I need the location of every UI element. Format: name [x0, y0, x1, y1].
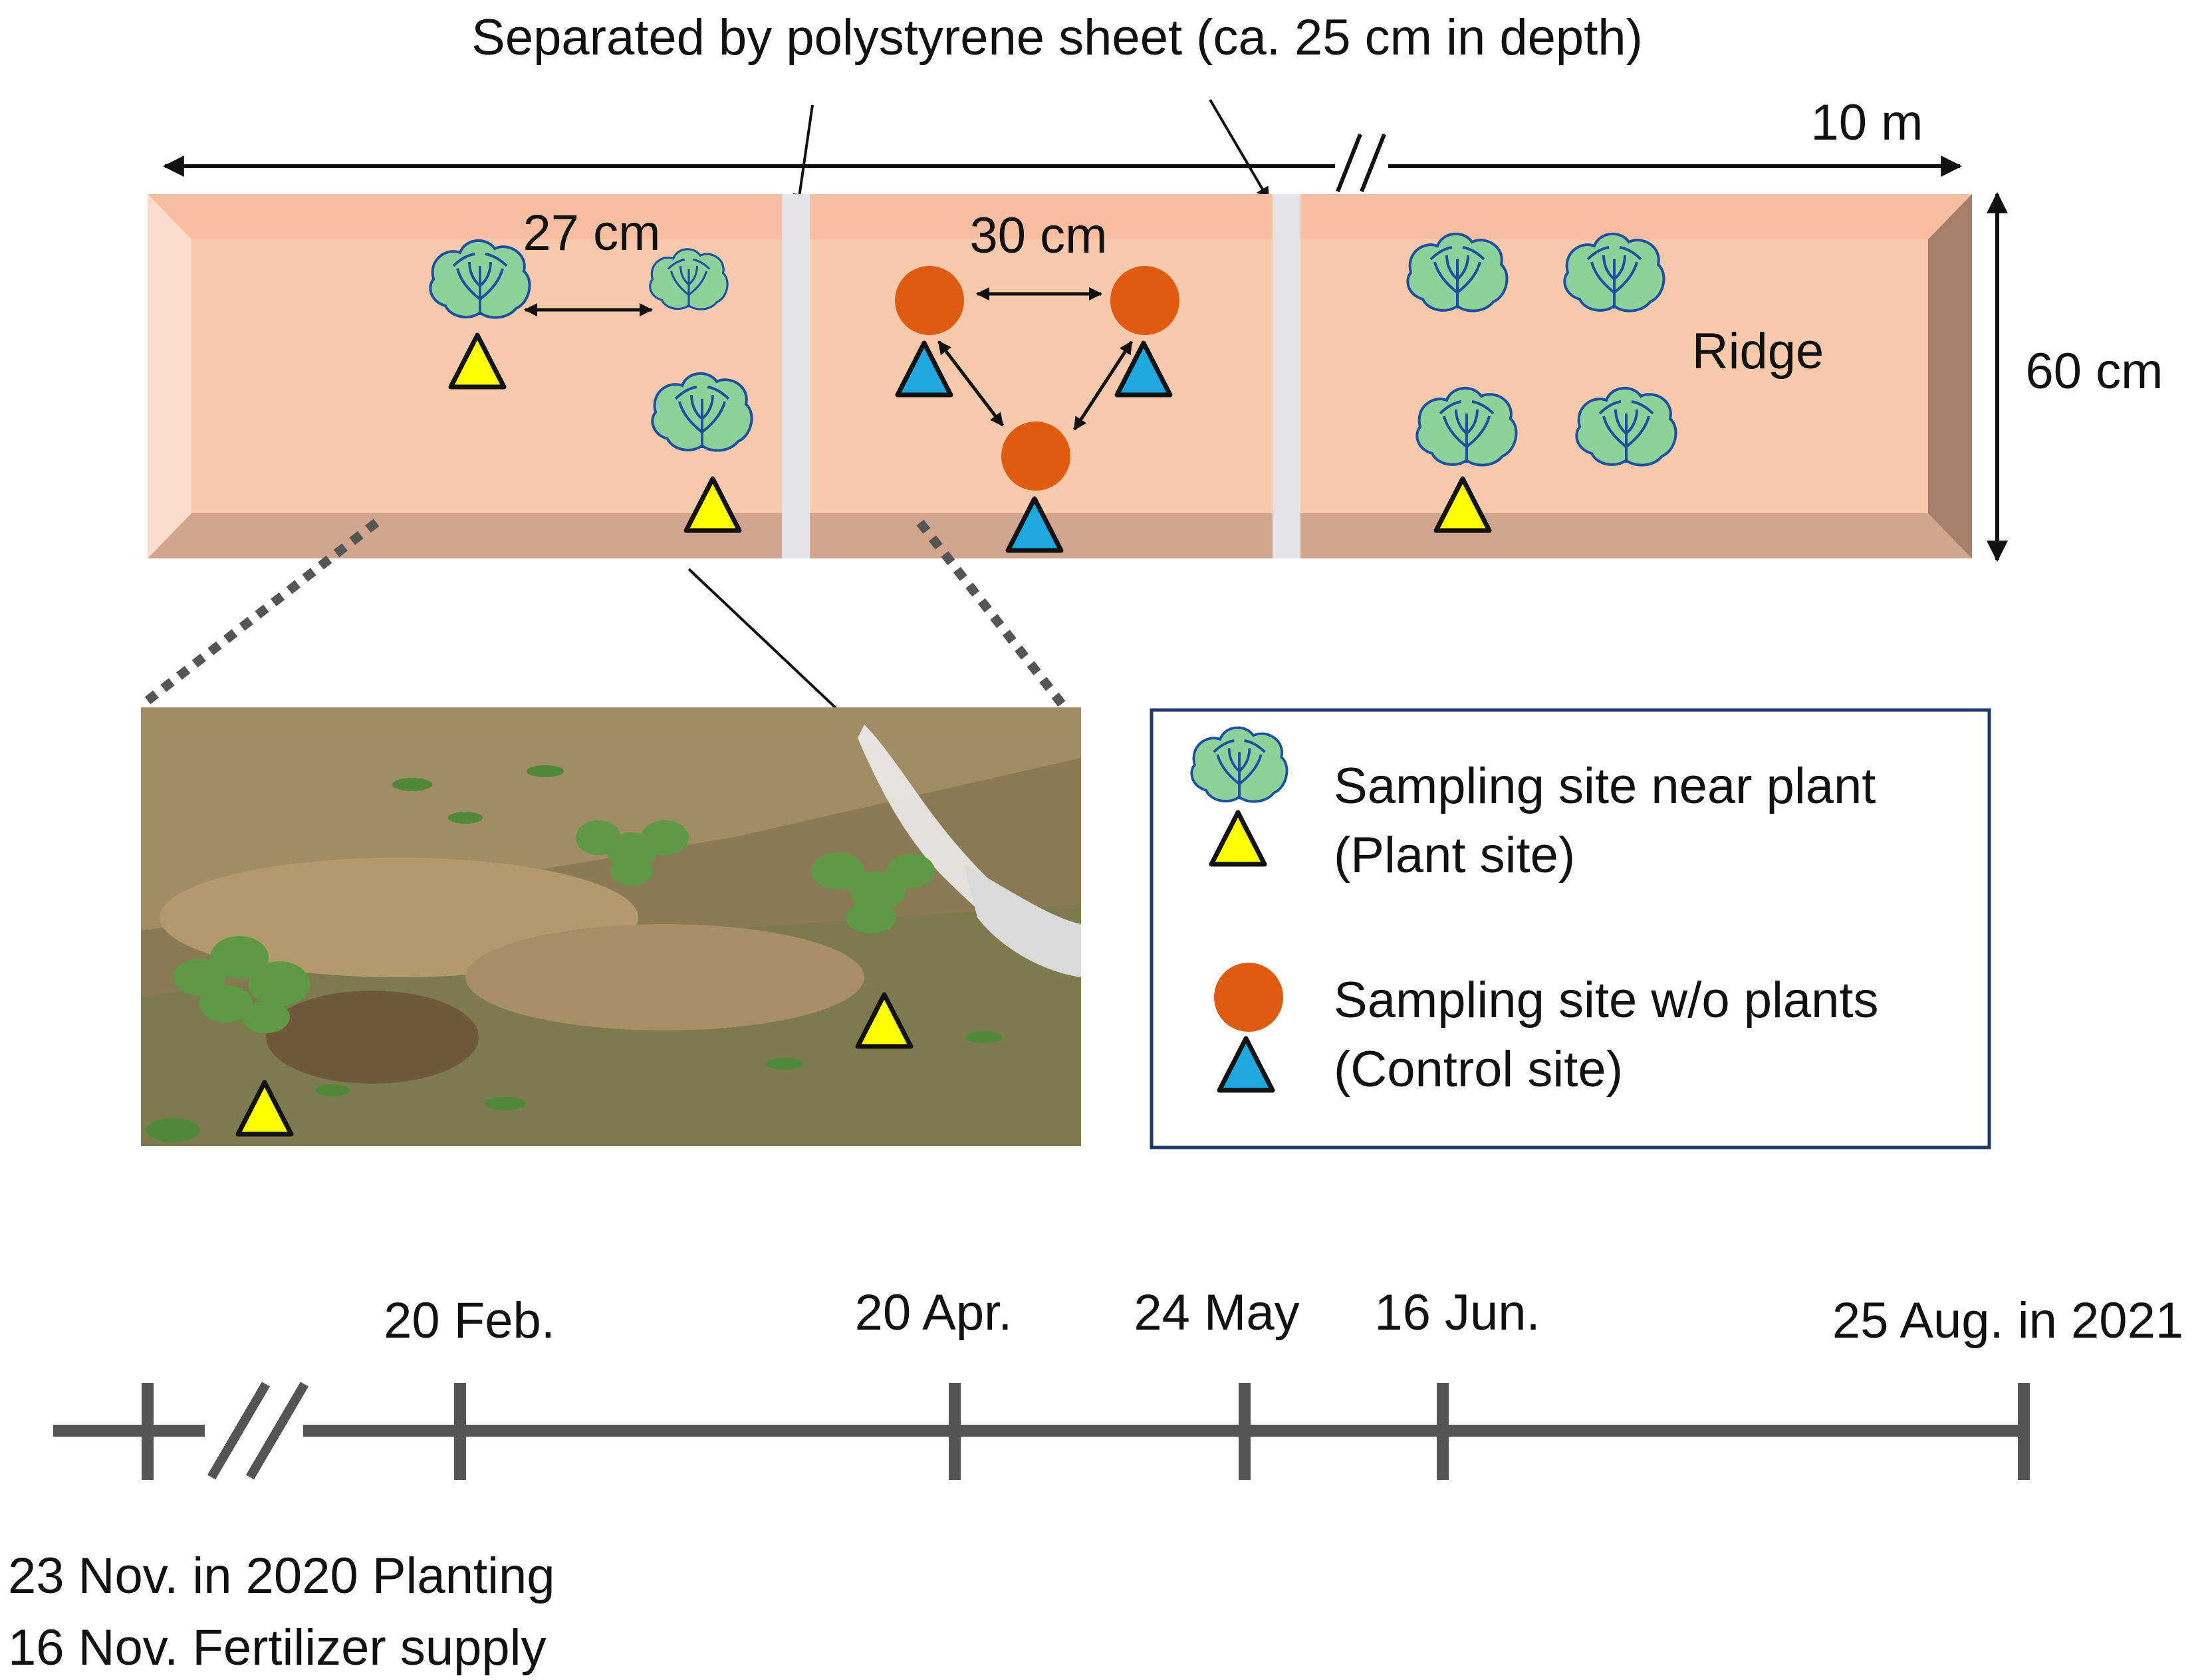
legend-cabbage-icon	[1190, 726, 1288, 803]
legend-plant-line2: (Plant site)	[1334, 827, 1575, 884]
control-site-circle	[895, 266, 964, 335]
length-label: 10 m	[1811, 94, 1923, 151]
legend-control-line1: Sampling site w/o plants	[1334, 972, 1879, 1028]
cabbage-icon	[1406, 232, 1509, 312]
spacing-plant-label: 27 cm	[523, 205, 661, 261]
cabbage-icon	[1415, 386, 1518, 467]
separator-sheet-2	[1273, 194, 1300, 558]
timeline-event-label: 20 Apr.	[855, 1284, 1013, 1341]
cabbage-icon	[1575, 386, 1677, 467]
separator-pointer-1	[793, 104, 814, 207]
axis-break-bottom	[205, 1381, 309, 1480]
control-site-circle	[1110, 266, 1179, 335]
timeline-start-line2: 16 Nov. Fertilizer supply	[8, 1620, 547, 1676]
field-photo	[141, 707, 1081, 1146]
spacing-control-label: 30 cm	[970, 207, 1108, 264]
legend-control-line2: (Control site)	[1334, 1041, 1623, 1098]
timeline-event-label: 24 May	[1134, 1284, 1299, 1341]
cabbage-icon	[651, 372, 753, 452]
timeline-event-label: 16 Jun.	[1374, 1284, 1540, 1341]
timeline-start-line1: 23 Nov. in 2020 Planting	[8, 1548, 555, 1604]
width-label: 60 cm	[2026, 343, 2163, 400]
separator-note: Separated by polystyrene sheet (ca. 25 c…	[471, 9, 1643, 66]
timeline-event-label: 25 Aug. in 2021	[1832, 1292, 2183, 1349]
control-site-circle	[1001, 421, 1070, 491]
separator-sheet-1	[782, 194, 810, 558]
timeline-event-label: 20 Feb.	[384, 1292, 555, 1349]
cabbage-icon	[1563, 232, 1665, 312]
legend: Sampling site near plant (Plant site) Sa…	[1150, 708, 1991, 1149]
axis-break-top	[1335, 133, 1388, 193]
ridge-label: Ridge	[1692, 323, 1824, 380]
cabbage-icon	[649, 248, 729, 310]
zoom-line-left	[139, 519, 380, 709]
legend-control-circle	[1214, 963, 1283, 1032]
cabbage-icon	[429, 239, 531, 319]
spacing-arrow-control	[937, 340, 1004, 427]
separator-pointer-2	[1209, 98, 1270, 201]
legend-plant-line1: Sampling site near plant	[1334, 758, 1876, 814]
timeline: 20 Feb. 20 Apr. 24 May 16 Jun. 25 Aug. i…	[8, 1284, 2183, 1676]
spacing-arrow-control	[1072, 340, 1134, 431]
